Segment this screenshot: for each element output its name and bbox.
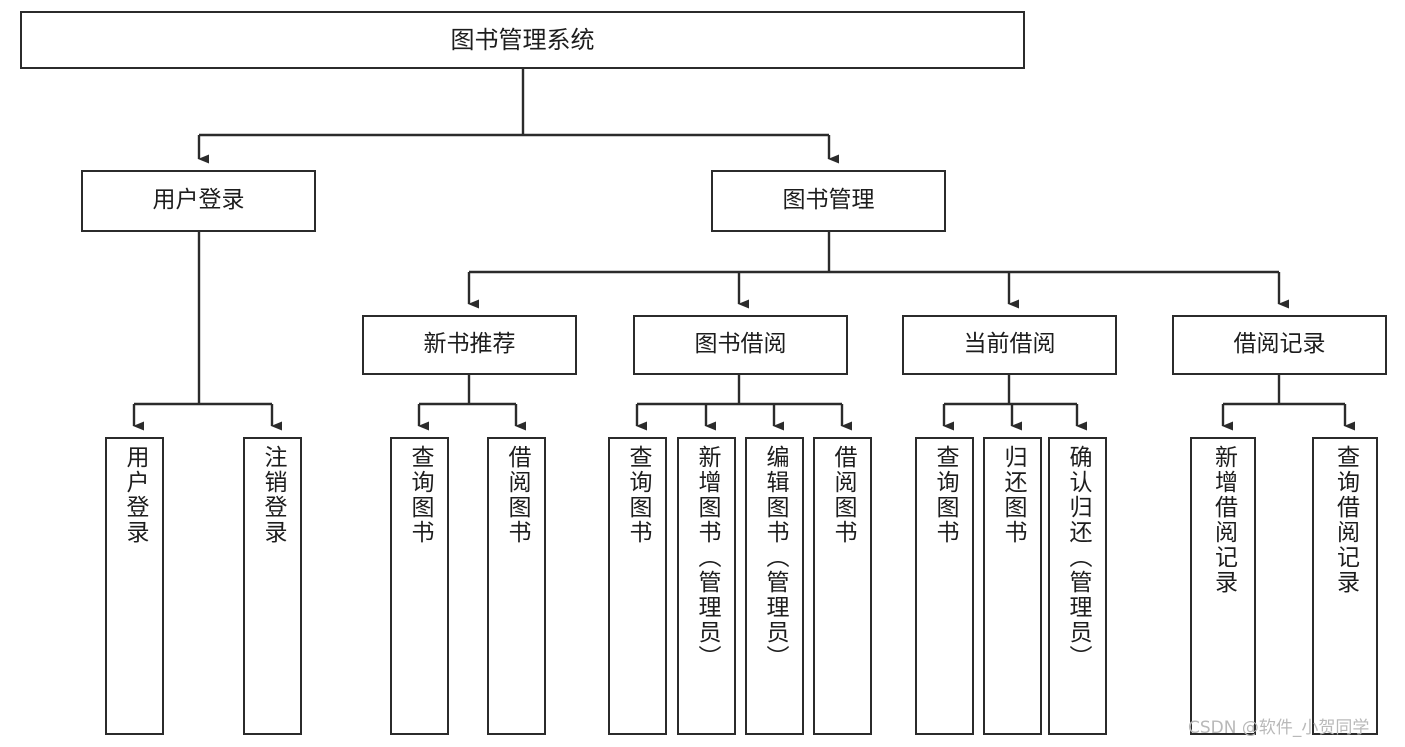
node-label: 归还图书 (1000, 445, 1026, 545)
node-root-book-management-system[interactable]: 图书管理系统 (20, 11, 1025, 69)
node-label: 查询图书 (625, 445, 651, 545)
leaf-new-book-query-book[interactable]: 查询图书 (390, 437, 449, 735)
leaf-book-borrow-edit-book-admin[interactable]: 编辑图书（管理员） (745, 437, 804, 735)
node-book-borrow[interactable]: 图书借阅 (633, 315, 848, 375)
node-label: 借阅图书 (504, 445, 530, 545)
node-label: 查询图书 (407, 445, 433, 545)
node-label: 编辑图书（管理员） (762, 445, 788, 670)
leaf-book-borrow-add-book-admin[interactable]: 新增图书（管理员） (677, 437, 736, 735)
node-label: 图书管理 (782, 187, 875, 214)
leaf-user-login-logout[interactable]: 注销登录 (243, 437, 302, 735)
leaf-book-borrow-query-book[interactable]: 查询图书 (608, 437, 667, 735)
node-label: 图书借阅 (694, 331, 787, 358)
node-label: 用户登录 (152, 187, 245, 214)
node-label: 查询借阅记录 (1332, 445, 1359, 595)
node-current-borrow[interactable]: 当前借阅 (902, 315, 1117, 375)
node-user-login[interactable]: 用户登录 (81, 170, 316, 232)
watermark: CSDN @软件_小贺同学 (1188, 718, 1370, 738)
leaf-book-borrow-borrow-book[interactable]: 借阅图书 (813, 437, 872, 735)
node-label: 当前借阅 (963, 331, 1056, 358)
node-label: 用户登录 (122, 445, 148, 545)
node-label: 图书管理系统 (450, 25, 595, 54)
leaf-current-borrow-confirm-return-admin[interactable]: 确认归还（管理员） (1048, 437, 1107, 735)
leaf-borrow-record-query-record[interactable]: 查询借阅记录 (1312, 437, 1378, 735)
node-label: 新增图书（管理员） (694, 445, 720, 670)
leaf-current-borrow-return-book[interactable]: 归还图书 (983, 437, 1042, 735)
node-label: 借阅图书 (830, 445, 856, 545)
node-borrow-record[interactable]: 借阅记录 (1172, 315, 1387, 375)
leaf-borrow-record-add-record[interactable]: 新增借阅记录 (1190, 437, 1256, 735)
node-label: 新书推荐 (423, 331, 516, 358)
node-label: 确认归还（管理员） (1065, 445, 1091, 670)
node-label: 新增借阅记录 (1210, 445, 1237, 595)
node-label: 注销登录 (260, 445, 286, 545)
node-book-management[interactable]: 图书管理 (711, 170, 946, 232)
leaf-current-borrow-query-book[interactable]: 查询图书 (915, 437, 974, 735)
node-label: 借阅记录 (1233, 331, 1326, 358)
node-label: 查询图书 (932, 445, 958, 545)
node-new-book-recommend[interactable]: 新书推荐 (362, 315, 577, 375)
leaf-new-book-borrow-book[interactable]: 借阅图书 (487, 437, 546, 735)
leaf-user-login-login[interactable]: 用户登录 (105, 437, 164, 735)
